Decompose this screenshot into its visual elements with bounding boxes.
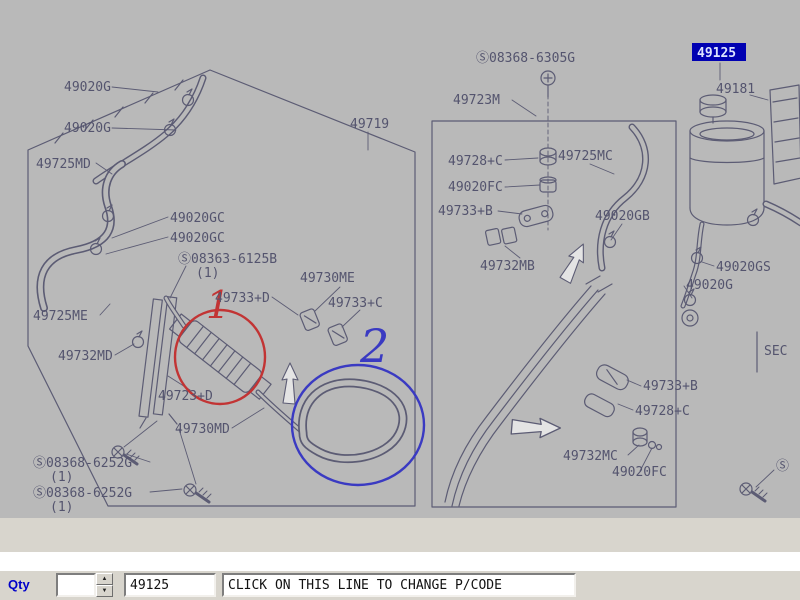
part-label[interactable]: 49719 xyxy=(350,117,389,132)
part-label[interactable]: 49730MD xyxy=(175,422,230,437)
part-label[interactable]: 49020GS xyxy=(716,260,771,275)
qty-spin-up-button[interactable]: ▲ xyxy=(96,573,113,585)
part-label[interactable]: 49725MD xyxy=(36,157,91,172)
part-label[interactable]: Ⓢ xyxy=(776,459,789,474)
up-arrow-icon: ▲ xyxy=(101,575,108,582)
part-label[interactable]: 49732MB xyxy=(480,259,535,274)
qty-spin-down-button[interactable]: ▼ xyxy=(96,585,113,597)
part-label[interactable]: 49733+D xyxy=(215,291,270,306)
part-label[interactable]: (1) xyxy=(196,266,219,281)
part-label[interactable]: (1) xyxy=(50,500,73,515)
part-label[interactable]: 49728+C xyxy=(448,154,503,169)
part-label[interactable]: 49181 xyxy=(716,82,755,97)
left-panel-outline xyxy=(27,69,416,507)
part-label[interactable]: 49730ME xyxy=(300,271,355,286)
diagram-drawing xyxy=(27,62,800,508)
qty-spinner: ▲ ▼ xyxy=(96,573,113,597)
part-label[interactable]: 49725ME xyxy=(33,309,88,324)
part-labels: 49020G 49020G 49725MD 49020GC 49020GC Ⓢ08363-… xyxy=(33,51,789,515)
pcode-change-line[interactable] xyxy=(222,573,576,597)
qty-bar: Qty ▲ ▼ xyxy=(0,571,800,600)
part-label[interactable]: Ⓢ08368-6252G xyxy=(33,456,132,471)
pcode-input[interactable] xyxy=(124,573,216,597)
list-line xyxy=(0,552,800,571)
part-label[interactable]: SEC xyxy=(764,344,787,359)
leader-lines xyxy=(95,62,775,493)
part-label[interactable]: Ⓢ08368-6252G xyxy=(33,486,132,501)
part-label[interactable]: 49020FC xyxy=(612,465,667,480)
part-label[interactable]: 49725MC xyxy=(558,149,613,164)
part-label[interactable]: 49020G xyxy=(686,278,733,293)
part-label[interactable]: 49733+B xyxy=(643,379,698,394)
selected-part-label[interactable]: 49125 xyxy=(697,46,736,61)
part-label[interactable]: 49732MC xyxy=(563,449,618,464)
down-arrow-icon: ▼ xyxy=(101,587,108,594)
part-label[interactable]: 49020G xyxy=(64,80,111,95)
callout-circle-2 xyxy=(290,363,426,487)
part-label[interactable]: Ⓢ08368-6305G xyxy=(476,51,575,66)
callout-number-2: 2 xyxy=(359,319,389,373)
qty-input[interactable] xyxy=(56,573,96,597)
part-label[interactable]: 49020GC xyxy=(170,231,225,246)
parts-diagram-canvas: 1 2 49020G 49020G 49725MD 49020GC 49020GC Ⓢ08… xyxy=(27,43,800,515)
part-label[interactable]: 49020FC xyxy=(448,180,503,195)
part-label[interactable]: 49723+D xyxy=(158,389,213,404)
callout-circle-1 xyxy=(173,308,267,406)
part-label[interactable]: Ⓢ08363-6125B xyxy=(178,252,277,267)
part-label[interactable]: 49020GB xyxy=(595,209,650,224)
right-panel-outline xyxy=(431,120,677,508)
qty-label: Qty xyxy=(8,577,30,592)
part-label[interactable]: 49732MD xyxy=(58,349,113,364)
part-label[interactable]: 49723M xyxy=(453,93,500,108)
callout-number-1: 1 xyxy=(206,283,230,327)
part-label[interactable]: 49733+B xyxy=(438,204,493,219)
part-label[interactable]: 49020G xyxy=(64,121,111,136)
part-label[interactable]: 49728+C xyxy=(635,404,690,419)
part-label[interactable]: (1) xyxy=(50,470,73,485)
part-label[interactable]: 49733+C xyxy=(328,296,383,311)
selected-part-highlight[interactable] xyxy=(692,43,746,61)
part-label[interactable]: 49020GC xyxy=(170,211,225,226)
status-band xyxy=(0,518,800,552)
